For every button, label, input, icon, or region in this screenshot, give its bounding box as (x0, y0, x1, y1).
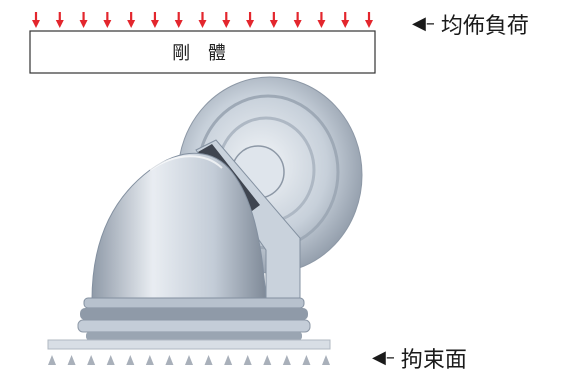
load-arrow (341, 12, 350, 28)
load-arrow (103, 12, 112, 28)
support-label: 拘束面 (400, 348, 467, 373)
support-marker (126, 355, 135, 365)
support-marker (67, 355, 76, 365)
support-marker (322, 355, 330, 365)
support-markers (48, 355, 330, 365)
support-marker (165, 355, 174, 365)
load-arrow (150, 12, 159, 28)
left-arrow-icon: ◀– (412, 13, 435, 34)
load-label: 均佈負荷 (440, 14, 529, 39)
load-arrow (222, 12, 231, 28)
load-arrows (32, 12, 373, 28)
caster-base (47, 297, 331, 350)
support-marker (243, 355, 252, 365)
support-marker (87, 355, 96, 365)
load-arrow (127, 12, 136, 28)
support-marker (263, 355, 272, 365)
caster-model (47, 76, 363, 350)
support-marker (224, 355, 233, 365)
load-arrow (32, 12, 40, 28)
load-arrow (174, 12, 183, 28)
support-marker (204, 355, 213, 365)
load-arrow (55, 12, 64, 28)
support-callout: ◀– 拘束面 (372, 342, 467, 374)
load-arrow (293, 12, 302, 28)
load-arrow (317, 12, 326, 28)
load-arrow (365, 12, 373, 28)
support-marker (282, 355, 291, 365)
support-marker (48, 355, 56, 365)
load-arrow (79, 12, 88, 28)
load-callout: ◀– 均佈負荷 (412, 8, 529, 40)
rigid-body-label: 剛 體 (172, 43, 232, 64)
load-arrow (246, 12, 255, 28)
left-arrow-icon: ◀– (372, 347, 395, 368)
support-marker (106, 355, 115, 365)
support-marker (302, 355, 311, 365)
support-marker (185, 355, 193, 365)
rigid-body-box: 剛 體 (29, 30, 376, 74)
load-arrow (198, 12, 207, 28)
load-arrow (269, 12, 278, 28)
support-marker (145, 355, 154, 365)
caster-dome (91, 152, 267, 301)
